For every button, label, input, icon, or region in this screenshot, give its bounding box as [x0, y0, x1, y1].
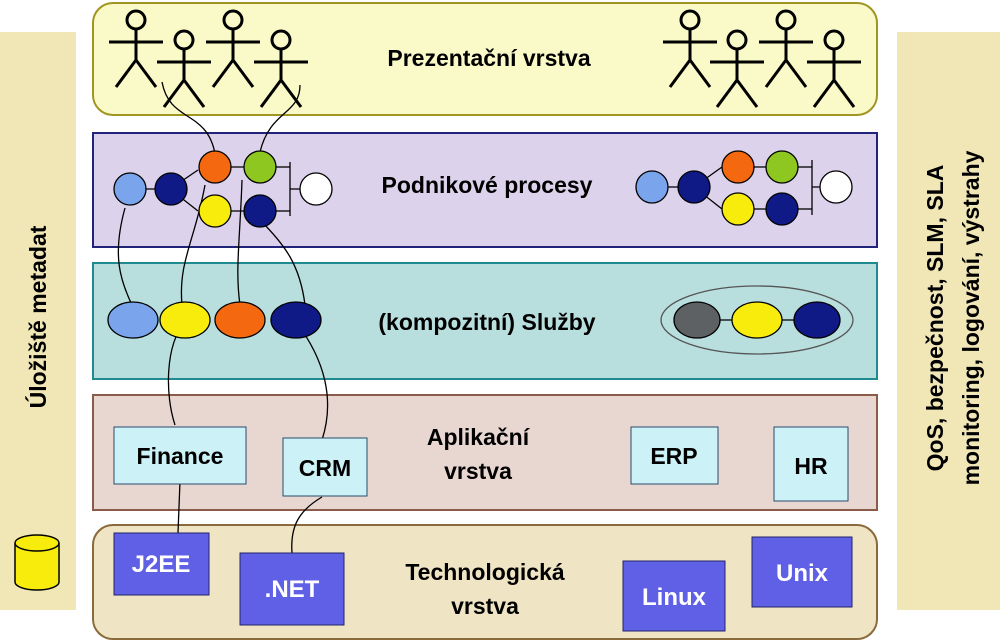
qos-monitoring-panel: QoS, bezpečnost, SLM, SLA monitoring, lo…: [897, 32, 1000, 610]
tech-box-dotnet: [239, 552, 345, 626]
process-node-navy: [765, 192, 799, 226]
app-box-hr: [773, 426, 849, 502]
tech-box-label-j2ee: J2EE: [132, 551, 191, 578]
database-icon: [14, 534, 60, 591]
process-node-navy: [677, 170, 711, 204]
process-flow-left: [113, 150, 333, 228]
service-node-yellow: [731, 301, 783, 339]
metadata-repository-panel: Úložiště metadat: [0, 32, 76, 610]
app-box-label-erp: ERP: [650, 443, 697, 469]
process-layer-title: Podnikové procesy: [382, 172, 593, 198]
process-node-light-blue: [635, 170, 669, 204]
tech-box-label-linux: Linux: [642, 584, 707, 611]
app-box-label-crm: CRM: [299, 455, 351, 481]
process-node-green: [243, 150, 277, 184]
app-box-label-hr: HR: [794, 453, 828, 479]
service-node-navy: [793, 301, 841, 339]
connector-line: [237, 179, 243, 306]
service-nodes: [107, 301, 322, 339]
connector-line: [177, 480, 181, 534]
service-node-light-blue: [107, 301, 159, 339]
app-box-finance: [113, 426, 247, 485]
application-layer-title-line-2: vrstva: [444, 458, 512, 484]
right-panel-background: [897, 32, 1000, 610]
process-node-navy: [154, 172, 188, 206]
tech-box-unix: [751, 536, 853, 608]
app-box-crm: [282, 437, 368, 497]
tech-box-label-unix: Unix: [776, 560, 829, 587]
right-panel-line-2: monitoring, logování, výstrahy: [958, 150, 984, 485]
application-boxes: [113, 426, 849, 502]
app-box-label-finance: Finance: [137, 443, 224, 469]
connector-line: [291, 496, 323, 554]
technology-layer-title-line-1: Technologická: [405, 559, 565, 585]
technology-layer-title-line-2: vrstva: [451, 593, 519, 619]
left-panel-background: [0, 32, 76, 610]
process-node-orange: [198, 150, 232, 184]
connector-line: [259, 84, 301, 153]
composite-service: [660, 285, 854, 355]
left-panel-label: Úložiště metadat: [24, 225, 51, 408]
service-node-gray: [673, 301, 721, 339]
composite-service-outline: [660, 285, 854, 355]
process-node-white: [299, 172, 333, 206]
process-node-green: [765, 150, 799, 184]
process-node-light-blue: [113, 172, 147, 206]
service-node-orange: [214, 301, 266, 339]
service-node-yellow: [159, 301, 211, 339]
process-flow-right: [635, 150, 853, 226]
process-node-yellow: [198, 194, 232, 228]
connector-line: [161, 81, 217, 161]
process-node-navy: [243, 194, 277, 228]
connector-line: [117, 207, 133, 306]
connector-line: [259, 219, 306, 306]
app-box-erp: [630, 426, 719, 485]
tech-box-label-dotnet: .NET: [265, 576, 320, 603]
connector-lines: [117, 81, 329, 554]
service-node-navy: [270, 301, 322, 339]
application-layer-title-line-1: Aplikační: [427, 424, 531, 450]
tech-box-j2ee: [113, 532, 210, 596]
services-layer-title: (kompozitní) Služby: [378, 309, 595, 335]
process-node-orange: [721, 150, 755, 184]
process-node-yellow: [721, 192, 755, 226]
presentation-layer-title: Prezentační vrstva: [387, 45, 590, 71]
presentation-layer: [92, 2, 878, 116]
process-node-white: [819, 170, 853, 204]
process-layer: [92, 132, 878, 248]
right-panel-line-1: QoS, bezpečnost, SLM, SLA: [922, 165, 948, 472]
technology-boxes: [113, 532, 853, 632]
tech-box-linux: [622, 560, 726, 632]
